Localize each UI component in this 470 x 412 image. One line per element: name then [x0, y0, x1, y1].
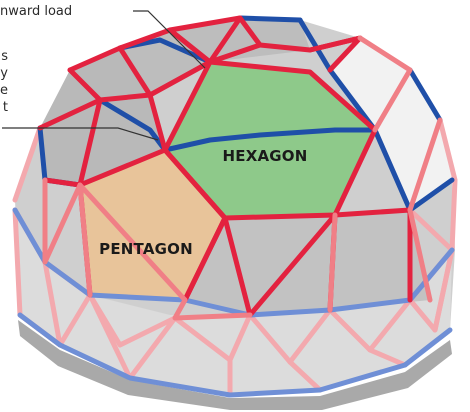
pentagon-panel: [80, 150, 225, 300]
right-white-panels: [330, 38, 452, 210]
base-rim: [18, 320, 452, 410]
lower-annotation-leader: [2, 127, 159, 141]
hexagon-panel: [165, 62, 375, 218]
annotation-line-1: s: [1, 49, 8, 64]
annotation-line-4: t: [2, 100, 8, 115]
lower-center-panels: [185, 210, 430, 315]
dark-blue-struts: [37, 15, 455, 213]
light-blue-rings: [12, 207, 455, 398]
leader-lines: [2, 10, 206, 141]
upper-left-panels: [40, 48, 165, 185]
downward-load-annotation: nward load: [0, 4, 73, 19]
pentagon-label: PENTAGON: [99, 240, 193, 258]
dome-struts: [12, 15, 458, 398]
lower-band: [15, 210, 452, 395]
hexagon-label: HEXAGON: [223, 147, 308, 165]
pink-struts: [42, 35, 443, 321]
annotation-line-2: y: [0, 66, 8, 81]
downward-load-leader: [133, 10, 206, 69]
annotation-line-3: e: [0, 83, 8, 98]
cropped-annotation: s y e t: [0, 48, 8, 116]
